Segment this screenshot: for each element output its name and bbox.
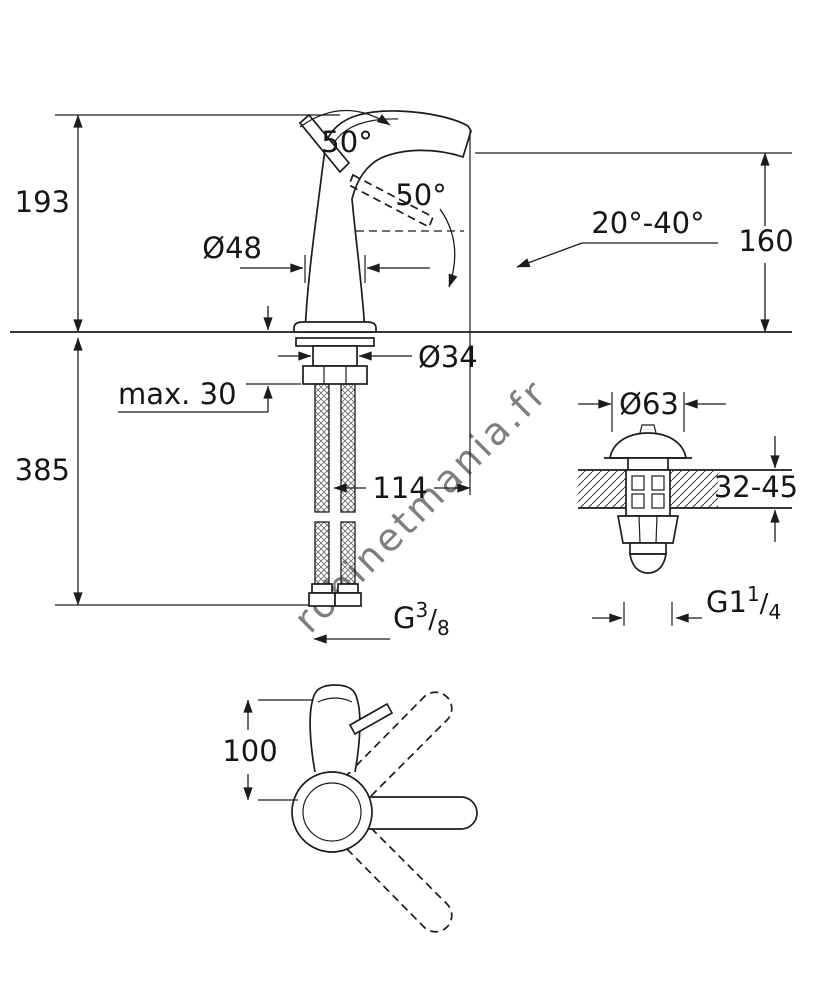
dim-3245-label: 32-45 — [714, 470, 798, 504]
handle-plan — [366, 796, 478, 830]
dim-193-label: 193 — [15, 185, 70, 219]
supply-hose-left-upper — [314, 383, 330, 513]
handle-position-down-dashed — [346, 826, 453, 933]
g114-label: G11/4 — [706, 582, 781, 624]
handle-swivel-angle-label: 50° — [395, 178, 446, 212]
supply-hose-right-lower — [340, 521, 356, 585]
drain-body-slot — [631, 493, 645, 509]
faucet-top-view: 100 — [222, 684, 478, 933]
handle-lever-dashed — [347, 173, 435, 229]
mounting-shank — [312, 345, 358, 367]
arc-handle-open — [299, 109, 391, 128]
dim-100-label: 100 — [222, 734, 277, 768]
drain-body-slot — [651, 493, 665, 509]
handle-open-angle-label: 50° — [321, 125, 372, 159]
dim-63-label: Ø63 — [619, 387, 679, 421]
lever-plan — [348, 702, 394, 736]
dim-385-label: 385 — [15, 453, 70, 487]
g38-label: G3/8 — [393, 598, 450, 640]
arc-handle-swivel — [439, 208, 458, 288]
mounting-washer — [295, 337, 375, 347]
supply-hose-right-upper — [340, 383, 356, 513]
dim-160-label: 160 — [738, 224, 793, 258]
handle-lever — [298, 113, 351, 174]
faucet-base — [293, 321, 377, 333]
drain-cap — [608, 432, 688, 459]
max-30-label: max. 30 — [118, 377, 237, 411]
faucet-front-view: 193 385 50° 50° 20°-40° 160 Ø48 — [10, 109, 794, 644]
dim-114-label: 114 — [372, 471, 427, 505]
spout-angle-range-label: 20°-40° — [591, 206, 704, 240]
drain-valve-view: Ø63 32-45 G11/4 — [578, 387, 798, 626]
drain-nut-facets — [638, 515, 658, 544]
spout-plan — [309, 684, 361, 773]
hose-nut-right — [334, 592, 362, 607]
supply-hose-left-lower — [314, 521, 330, 585]
dim-34-label: Ø34 — [418, 340, 478, 374]
hose-fitting-left — [311, 583, 333, 594]
counter-section-left — [578, 470, 626, 508]
dim-48-label: Ø48 — [202, 231, 262, 265]
drain-nut — [616, 515, 680, 544]
handle-position-up-dashed — [346, 691, 453, 798]
drain-tailpiece — [629, 542, 667, 555]
counter-section-right — [670, 470, 718, 508]
drain-body-slot — [651, 475, 665, 491]
drain-neck — [627, 457, 669, 471]
mounting-nut — [302, 365, 368, 385]
body-plan-outer — [291, 771, 373, 853]
hose-fitting-right — [337, 583, 359, 594]
drain-tail-dome — [629, 553, 667, 574]
leader-2040-arrow — [516, 242, 583, 268]
drain-body-slot — [631, 475, 645, 491]
hose-nut-left — [308, 592, 336, 607]
spout-plan-inner-line — [317, 697, 353, 703]
body-plan-inner — [302, 782, 362, 842]
mounting-nut-facets — [323, 366, 347, 384]
drain-cap-notch — [639, 424, 657, 434]
